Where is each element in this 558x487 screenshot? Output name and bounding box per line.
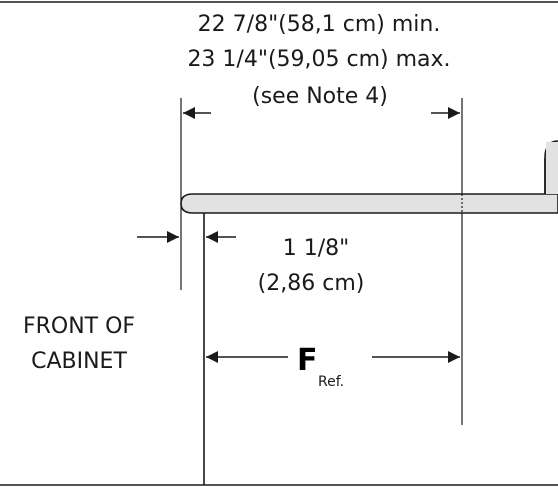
backsplash-fill (546, 142, 558, 194)
front-of-cabinet-label-line1: FRONT OF (23, 314, 135, 339)
ref-left-arrowhead (206, 351, 218, 363)
overall-width-right-arrowhead (448, 107, 460, 119)
offset-cm-label: (2,86 cm) (258, 271, 365, 296)
reference-letter: F (297, 343, 318, 378)
offset-left-arrowhead (167, 231, 179, 243)
overall-width-min-label: 22 7/8"(58,1 cm) min. (198, 12, 441, 37)
overall-width-note-label: (see Note 4) (252, 84, 388, 109)
countertop-profile (180, 193, 558, 214)
front-of-cabinet-label-line2: CABINET (31, 349, 127, 374)
offset-right-arrowhead (206, 231, 218, 243)
overall-width-left-arrowhead (183, 107, 195, 119)
ref-right-arrowhead (448, 351, 460, 363)
offset-inches-label: 1 1/8" (283, 236, 350, 261)
reference-subscript: Ref. (318, 374, 344, 390)
overall-width-max-label: 23 1/4"(59,05 cm) max. (187, 47, 450, 72)
